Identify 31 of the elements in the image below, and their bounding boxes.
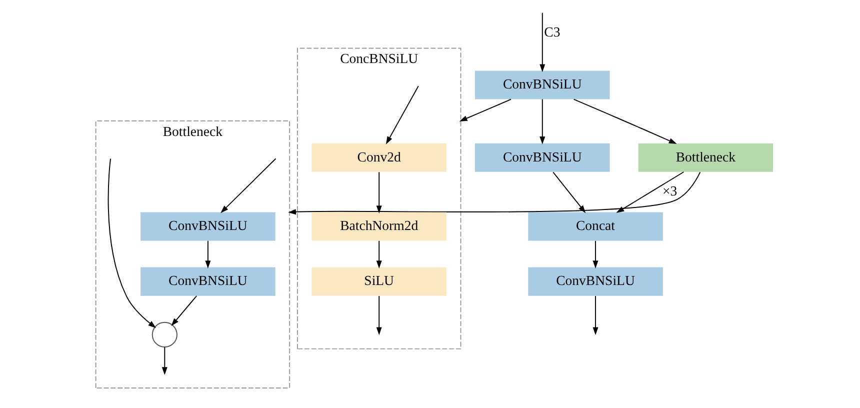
node-box: ConvBNSiLU (474, 143, 610, 172)
arrow (592, 296, 598, 336)
arrow (288, 172, 700, 215)
node-box: Concat (528, 212, 662, 241)
node-box: Bottleneck (638, 143, 773, 172)
edge-label: ×3 (662, 184, 677, 199)
node-circle (151, 322, 177, 348)
node-box: ConvBNSiLU (140, 212, 275, 241)
arrow (539, 98, 545, 144)
edge-label: C3 (544, 24, 560, 40)
arrow (458, 98, 511, 122)
node-box: BatchNorm2d (311, 212, 446, 241)
node-box: Conv2d (311, 143, 446, 172)
arrow (552, 172, 586, 214)
arrow (220, 158, 276, 214)
node-box: ConvBNSiLU (528, 267, 662, 296)
node-box: ConvBNSiLU (140, 267, 275, 296)
arrow (107, 158, 156, 328)
arrow (376, 296, 382, 336)
arrow (385, 86, 418, 144)
arrow (539, 12, 545, 72)
arrow (592, 240, 598, 268)
arrow (376, 240, 382, 268)
arrow (161, 346, 167, 375)
arrow (376, 172, 382, 214)
node-box: ConvBNSiLU (474, 70, 610, 100)
arrow (616, 172, 684, 213)
arrow (572, 98, 676, 144)
arrow (204, 240, 210, 268)
node-box: SiLU (311, 267, 446, 296)
arrow (170, 296, 197, 326)
